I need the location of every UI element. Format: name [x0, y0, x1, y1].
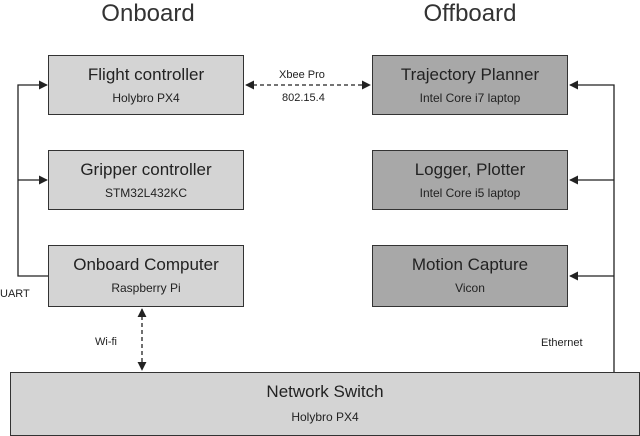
gripper-controller-box: Gripper controller STM32L432KC: [48, 150, 244, 210]
xbee-label: Xbee Pro: [279, 69, 325, 81]
logger-plotter-box: Logger, Plotter Intel Core i5 laptop: [372, 150, 568, 210]
motion-capture-title: Motion Capture: [411, 255, 529, 274]
trajectory-planner-subtitle: Intel Core i7 laptop: [419, 91, 521, 105]
onboard-computer-box: Onboard Computer Raspberry Pi: [48, 245, 244, 307]
network-switch-box: Network Switch Holybro PX4: [10, 372, 640, 436]
onboard-heading: Onboard: [101, 0, 195, 27]
ethernet-label: Ethernet: [541, 337, 583, 349]
wifi-label: Wi-fi: [95, 336, 117, 348]
xbee-protocol-label: 802.15.4: [282, 92, 325, 104]
gripper-controller-title: Gripper controller: [80, 160, 212, 179]
offboard-heading: Offboard: [423, 0, 517, 27]
network-switch-title: Network Switch: [266, 382, 384, 401]
flight-controller-title: Flight controller: [87, 65, 205, 84]
uart-label: UART: [0, 288, 30, 300]
onboard-computer-title: Onboard Computer: [73, 255, 219, 274]
gripper-controller-subtitle: STM32L432KC: [104, 186, 188, 200]
logger-plotter-title: Logger, Plotter: [414, 160, 526, 179]
flight-controller-subtitle: Holybro PX4: [112, 91, 180, 105]
trajectory-planner-title: Trajectory Planner: [400, 65, 540, 84]
trajectory-planner-box: Trajectory Planner Intel Core i7 laptop: [372, 55, 568, 115]
motion-capture-subtitle: Vicon: [455, 281, 485, 295]
logger-plotter-subtitle: Intel Core i5 laptop: [419, 186, 521, 200]
onboard-computer-subtitle: Raspberry Pi: [111, 281, 181, 295]
motion-capture-box: Motion Capture Vicon: [372, 245, 568, 307]
network-switch-subtitle: Holybro PX4: [291, 410, 359, 424]
ethernet-line: [569, 80, 615, 372]
flight-controller-box: Flight controller Holybro PX4: [48, 55, 244, 115]
